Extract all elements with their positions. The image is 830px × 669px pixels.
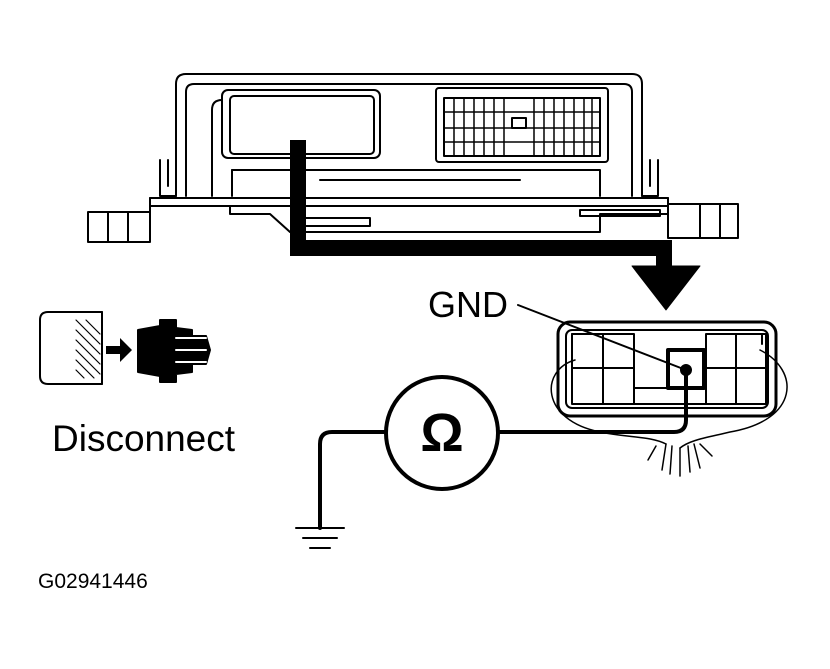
wire-harness	[550, 349, 788, 477]
ohm-symbol-text: Ω	[420, 403, 463, 463]
figure-id: G02941446	[38, 570, 148, 593]
harness-arrow	[290, 140, 701, 311]
test-lead-negative	[318, 430, 388, 530]
connector-face	[556, 320, 778, 418]
gnd-label: GND	[428, 284, 508, 325]
gnd-leader-line	[517, 304, 687, 371]
ecu-unit	[87, 73, 739, 243]
disconnect-plug-icon	[39, 311, 211, 385]
disconnect-label: Disconnect	[52, 418, 236, 459]
test-lead-positive	[496, 368, 688, 434]
ground-symbol	[295, 527, 345, 549]
